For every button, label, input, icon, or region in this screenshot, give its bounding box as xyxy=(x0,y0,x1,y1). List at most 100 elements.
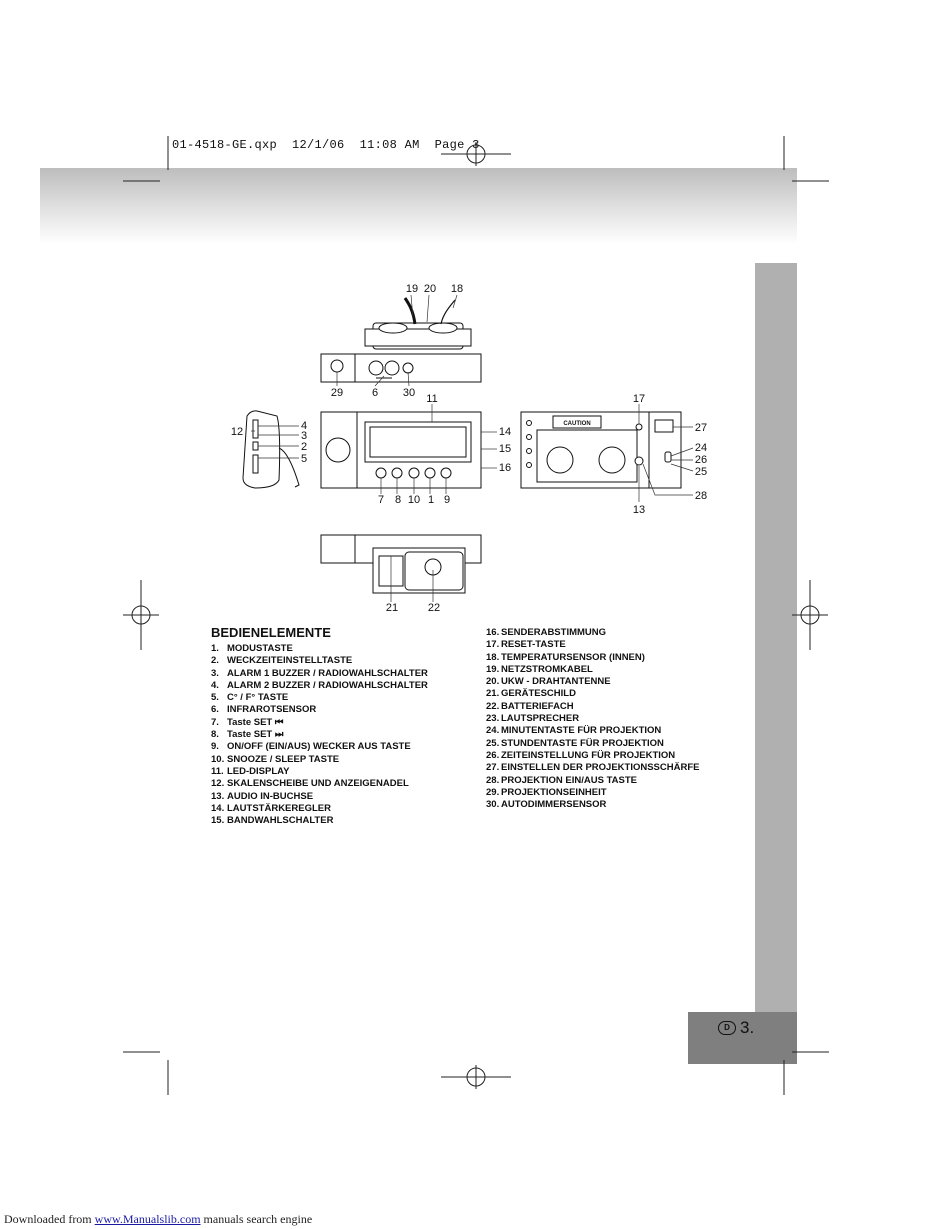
parts-list-left: 1.MODUSTASTE 2.WECKZEITEINSTELLTASTE 3.A… xyxy=(211,643,428,827)
header-page: Page 3 xyxy=(434,138,480,152)
list-item: 14.LAUTSTÄRKEREGLER xyxy=(211,802,331,814)
front-button-10 xyxy=(408,467,420,479)
callout-18: 18 xyxy=(451,283,463,295)
callout-9: 9 xyxy=(444,494,450,506)
list-item: 8.Taste SET ⏭ xyxy=(211,729,284,741)
callout-25: 25 xyxy=(695,466,707,478)
top-speaker-grille-left xyxy=(378,322,408,334)
list-item: 28.PROJEKTION EIN/AUS TASTE xyxy=(486,774,638,786)
callout-22: 22 xyxy=(428,602,440,614)
list-item: 25.STUNDENTASTE FÜR PROJEKTION xyxy=(486,737,664,749)
list-item: 9.ON/OFF (EIN/AUS) WECKER AUS TASTE xyxy=(211,741,411,753)
callout-11: 11 xyxy=(426,393,437,405)
top-view-body xyxy=(320,353,482,383)
parts-list-right: 16.SENDERABSTIMMUNG 17.RESET-TASTE 18.TE… xyxy=(486,627,699,811)
callout-30: 30 xyxy=(403,387,415,399)
callout-7: 7 xyxy=(378,494,384,506)
footer-suffix: manuals search engine xyxy=(203,1212,313,1226)
callout-21: 21 xyxy=(386,602,398,614)
top-gradient-band xyxy=(40,168,797,244)
caution-label-text: CAUTION xyxy=(563,421,590,427)
front-button-1 xyxy=(424,467,436,479)
top-speaker-grille-right xyxy=(428,322,458,334)
page-number-box xyxy=(688,1012,797,1064)
list-item: 24.MINUTENTASTE FÜR PROJEKTION xyxy=(486,725,662,737)
auto-dimmer-sensor xyxy=(402,362,414,374)
list-item: 1.MODUSTASTE xyxy=(211,643,293,654)
list-item: 11.LED-DISPLAY xyxy=(211,765,290,777)
callout-20: 20 xyxy=(424,283,436,295)
device-diagram: 19 20 18 29 6 30 11 12 4 3 2 5 14 15 16 … xyxy=(231,283,707,614)
focus-wheel xyxy=(654,419,674,433)
list-item: 17.RESET-TASTE xyxy=(486,639,566,651)
callout-5: 5 xyxy=(301,453,307,465)
callout-10: 10 xyxy=(408,494,420,506)
callout-28: 28 xyxy=(695,490,707,502)
list-item: 29.PROJEKTIONSEINHEIT xyxy=(486,786,607,798)
callout-24: 24 xyxy=(695,442,707,454)
manualslib-link[interactable]: www.Manualslib.com xyxy=(94,1212,201,1226)
language-badge: D xyxy=(718,1021,736,1035)
callout-12: 12 xyxy=(231,426,243,438)
list-item: 20.UKW - DRAHTANTENNE xyxy=(486,676,611,688)
list-item: 15.BANDWAHLSCHALTER xyxy=(211,815,334,827)
list-item: 19.NETZSTROMKABEL xyxy=(486,663,593,675)
callout-15: 15 xyxy=(499,443,511,455)
list-item: 6.INFRAROTSENSOR xyxy=(211,704,317,716)
led-display-window xyxy=(369,426,467,458)
header-time: 11:08 AM xyxy=(359,138,420,152)
caution-label xyxy=(552,415,602,429)
callout-27: 27 xyxy=(695,422,707,434)
audio-in-jack xyxy=(634,456,644,466)
list-item: 5.C° / F° TASTE xyxy=(211,692,289,704)
list-item: 3.ALARM 1 BUZZER / RADIOWAHLSCHALTER xyxy=(211,667,428,679)
callout-3: 3 xyxy=(301,430,307,442)
list-item: 27.EINSTELLEN DER PROJEKTIONSSCHÄRFE xyxy=(486,762,700,774)
callout-1: 1 xyxy=(428,494,434,506)
list-item: 18.TEMPERATURSENSOR (INNEN) xyxy=(486,651,645,663)
front-button-8 xyxy=(391,467,403,479)
print-header: 01-4518-GE.qxp 12/1/06 11:08 AM Page 3 xyxy=(172,138,480,152)
callout-16: 16 xyxy=(499,462,511,474)
list-item: 26.ZEITEINSTELLUNG FÜR PROJEKTION xyxy=(486,749,676,761)
side-grey-bar xyxy=(755,263,797,1013)
section-title: BEDIENELEMENTE xyxy=(211,625,331,640)
page-number: 3. xyxy=(740,1018,755,1037)
infrared-sensor-left xyxy=(368,360,384,376)
list-item: 23.LAUTSPRECHER xyxy=(486,713,580,725)
header-date: 12/1/06 xyxy=(292,138,345,152)
side-button-5 xyxy=(252,454,259,474)
top-view-speaker-panel xyxy=(364,328,472,347)
list-item: 12.SKALENSCHEIBE UND ANZEIGENADEL xyxy=(211,778,409,790)
front-button-7 xyxy=(375,467,387,479)
callout-13: 13 xyxy=(633,504,645,516)
list-item: 13.AUDIO IN-BUCHSE xyxy=(211,790,314,802)
back-speaker-right xyxy=(598,446,626,474)
projection-unit xyxy=(330,359,344,373)
callout-29: 29 xyxy=(331,387,343,399)
callout-26: 26 xyxy=(695,454,707,466)
list-item: 16.SENDERABSTIMMUNG xyxy=(486,627,607,638)
header-file: 01-4518-GE.qxp xyxy=(172,138,278,152)
front-projector-lens xyxy=(325,437,351,463)
reset-button xyxy=(635,423,643,431)
callout-4: 4 xyxy=(301,420,307,432)
front-button-9 xyxy=(440,467,452,479)
callout-19: 19 xyxy=(406,283,418,295)
back-speaker-left xyxy=(546,446,574,474)
side-button-4 xyxy=(252,419,259,439)
infrared-sensor-right xyxy=(384,360,400,376)
callout-8: 8 xyxy=(395,494,401,506)
list-item: 21.GERÄTESCHILD xyxy=(486,688,576,700)
projection-time-button xyxy=(664,451,672,463)
list-item: 2.WECKZEITEINSTELLTASTE xyxy=(211,655,353,667)
list-item: 4.ALARM 2 BUZZER / RADIOWAHLSCHALTER xyxy=(211,679,428,691)
callout-14: 14 xyxy=(499,426,511,438)
callout-2: 2 xyxy=(301,441,307,453)
list-item: 22.BATTERIEFACH xyxy=(486,700,574,712)
list-item: 7.Taste SET ⏮ xyxy=(211,716,284,728)
side-button-3 xyxy=(252,441,259,451)
callout-6: 6 xyxy=(372,387,378,399)
download-footer: Downloaded from www.Manualslib.com manua… xyxy=(4,1212,312,1227)
